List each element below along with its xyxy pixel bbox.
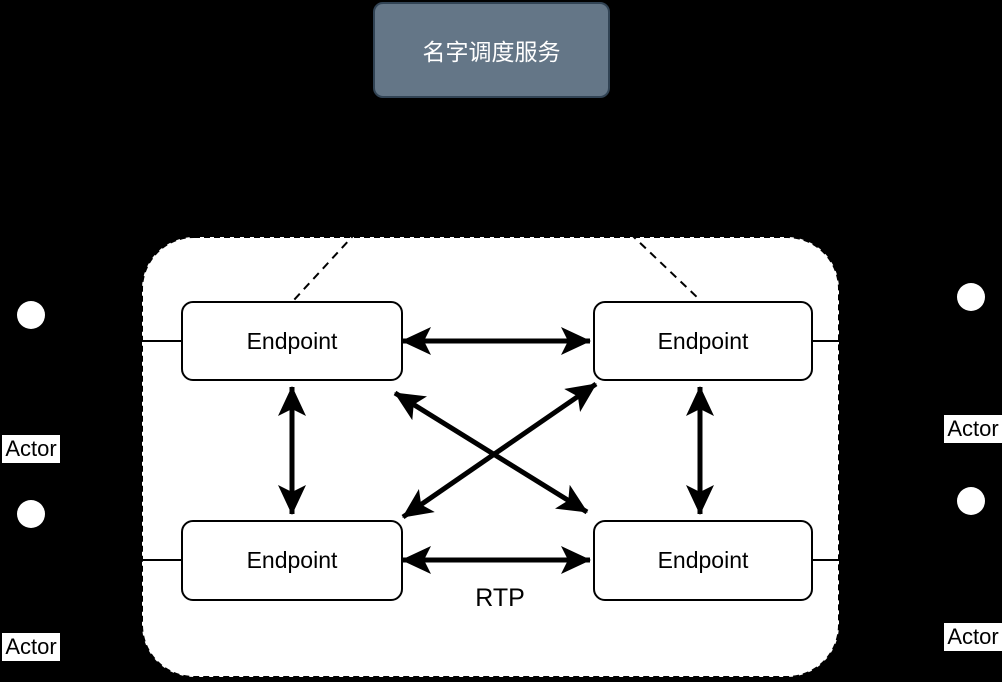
actor-label-left-bottom: Actor xyxy=(2,633,60,661)
node-endpoint-label: Endpoint xyxy=(657,547,749,573)
actor-head-icon xyxy=(17,500,45,528)
node-endpoint-top-right: Endpoint xyxy=(593,301,813,381)
actor-head-icon xyxy=(957,487,985,515)
node-name-scheduling-service-label: 名字调度服务 xyxy=(422,39,561,65)
actor-label-text: Actor xyxy=(5,436,57,461)
edge-bottom-left-top-right xyxy=(401,381,598,520)
node-endpoint-bottom-right: Endpoint xyxy=(593,520,813,601)
actor-label-right-top: Actor xyxy=(944,415,1002,443)
node-endpoint-label: Endpoint xyxy=(246,327,338,354)
node-endpoint-bottom-left: Endpoint xyxy=(181,520,403,601)
actor-label-left-top: Actor xyxy=(2,435,60,463)
actor-label-text: Actor xyxy=(947,624,999,649)
actor-head-icon xyxy=(17,301,45,329)
actor-head-icon xyxy=(957,283,985,311)
actor-label-right-bottom: Actor xyxy=(944,623,1002,651)
actor-label-text: Actor xyxy=(5,634,57,659)
rtp-label-text: RTP xyxy=(475,583,525,612)
node-endpoint-top-left: Endpoint xyxy=(181,301,403,381)
node-endpoint-label: Endpoint xyxy=(246,547,338,573)
edge-scheduler-endpoint-top-left xyxy=(292,97,481,302)
actor-label-text: Actor xyxy=(947,416,999,441)
node-endpoint-label: Endpoint xyxy=(657,327,749,354)
edge-label-rtp: RTP xyxy=(455,584,545,612)
edge-scheduler-endpoint-top-right xyxy=(487,97,701,301)
node-name-scheduling-service: 名字调度服务 xyxy=(373,2,610,98)
